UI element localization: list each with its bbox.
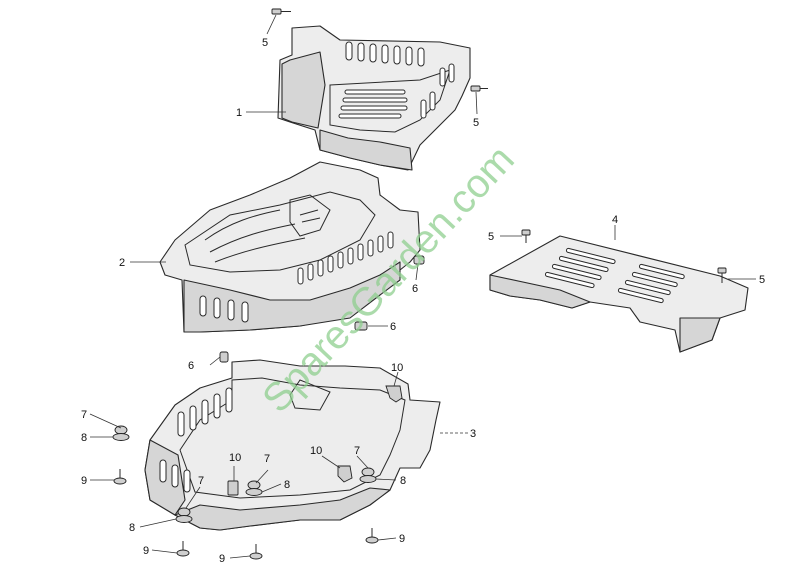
- callout-5: 5: [759, 274, 765, 286]
- bolt-icon: [365, 528, 379, 544]
- base-tray-part: [144, 359, 441, 531]
- callout-9: 9: [81, 475, 87, 487]
- callout-10: 10: [391, 362, 403, 374]
- callout-10: 10: [229, 452, 241, 464]
- screw-icon: [717, 267, 727, 283]
- side-grille-part: [489, 235, 749, 353]
- callout-6: 6: [188, 360, 194, 372]
- callout-6: 6: [390, 321, 396, 333]
- spring-clip-icon: [227, 480, 239, 496]
- callout-2: 2: [119, 257, 125, 269]
- top-cover-part: [277, 25, 471, 171]
- leader-lines: [89, 14, 756, 559]
- callout-4: 4: [612, 214, 618, 226]
- callout-7: 7: [264, 453, 270, 465]
- callout-7: 7: [81, 409, 87, 421]
- base-tray-slots: [159, 387, 233, 493]
- callout-7: 7: [354, 445, 360, 457]
- clip-icon: [354, 321, 368, 331]
- screw-icon: [521, 229, 531, 243]
- middle-housing-part: [159, 161, 421, 333]
- callout-9: 9: [219, 553, 225, 565]
- washer-icon: [245, 488, 263, 496]
- washer-icon: [175, 515, 193, 523]
- callout-9: 9: [399, 533, 405, 545]
- callout-8: 8: [81, 432, 87, 444]
- bolt-icon: [249, 544, 263, 560]
- callout-3: 3: [470, 428, 476, 440]
- fasteners: [112, 8, 727, 560]
- callout-5: 5: [473, 117, 479, 129]
- screw-icon: [271, 8, 291, 15]
- callout-8: 8: [284, 479, 290, 491]
- clip-icon: [219, 351, 229, 363]
- nut-icon: [177, 507, 191, 517]
- callout-10: 10: [310, 445, 322, 457]
- callout-6: 6: [412, 283, 418, 295]
- nut-icon: [114, 425, 128, 435]
- side-grille-slots: [544, 247, 685, 304]
- nut-icon: [361, 467, 375, 477]
- washer-icon: [112, 433, 130, 441]
- top-cover-slots: [338, 41, 455, 119]
- callout-8: 8: [400, 475, 406, 487]
- callout-5: 5: [262, 37, 268, 49]
- callout-1: 1: [236, 107, 242, 119]
- middle-housing-slots: [199, 231, 394, 323]
- spring-clip-icon: [337, 465, 353, 483]
- bolt-icon: [113, 469, 127, 485]
- washer-icon: [359, 475, 377, 483]
- callout-8: 8: [129, 522, 135, 534]
- callout-9: 9: [143, 545, 149, 557]
- screw-icon: [470, 85, 488, 92]
- bolt-icon: [176, 541, 190, 557]
- callouts: 1 2 3 4 5 5 5 5 6 6 6 7 7 7 7 8 8 8 8 9 …: [81, 37, 765, 565]
- nut-icon: [247, 480, 261, 490]
- callout-7: 7: [198, 475, 204, 487]
- spring-clip-icon: [385, 385, 403, 403]
- callout-5: 5: [488, 231, 494, 243]
- clip-icon: [413, 255, 425, 265]
